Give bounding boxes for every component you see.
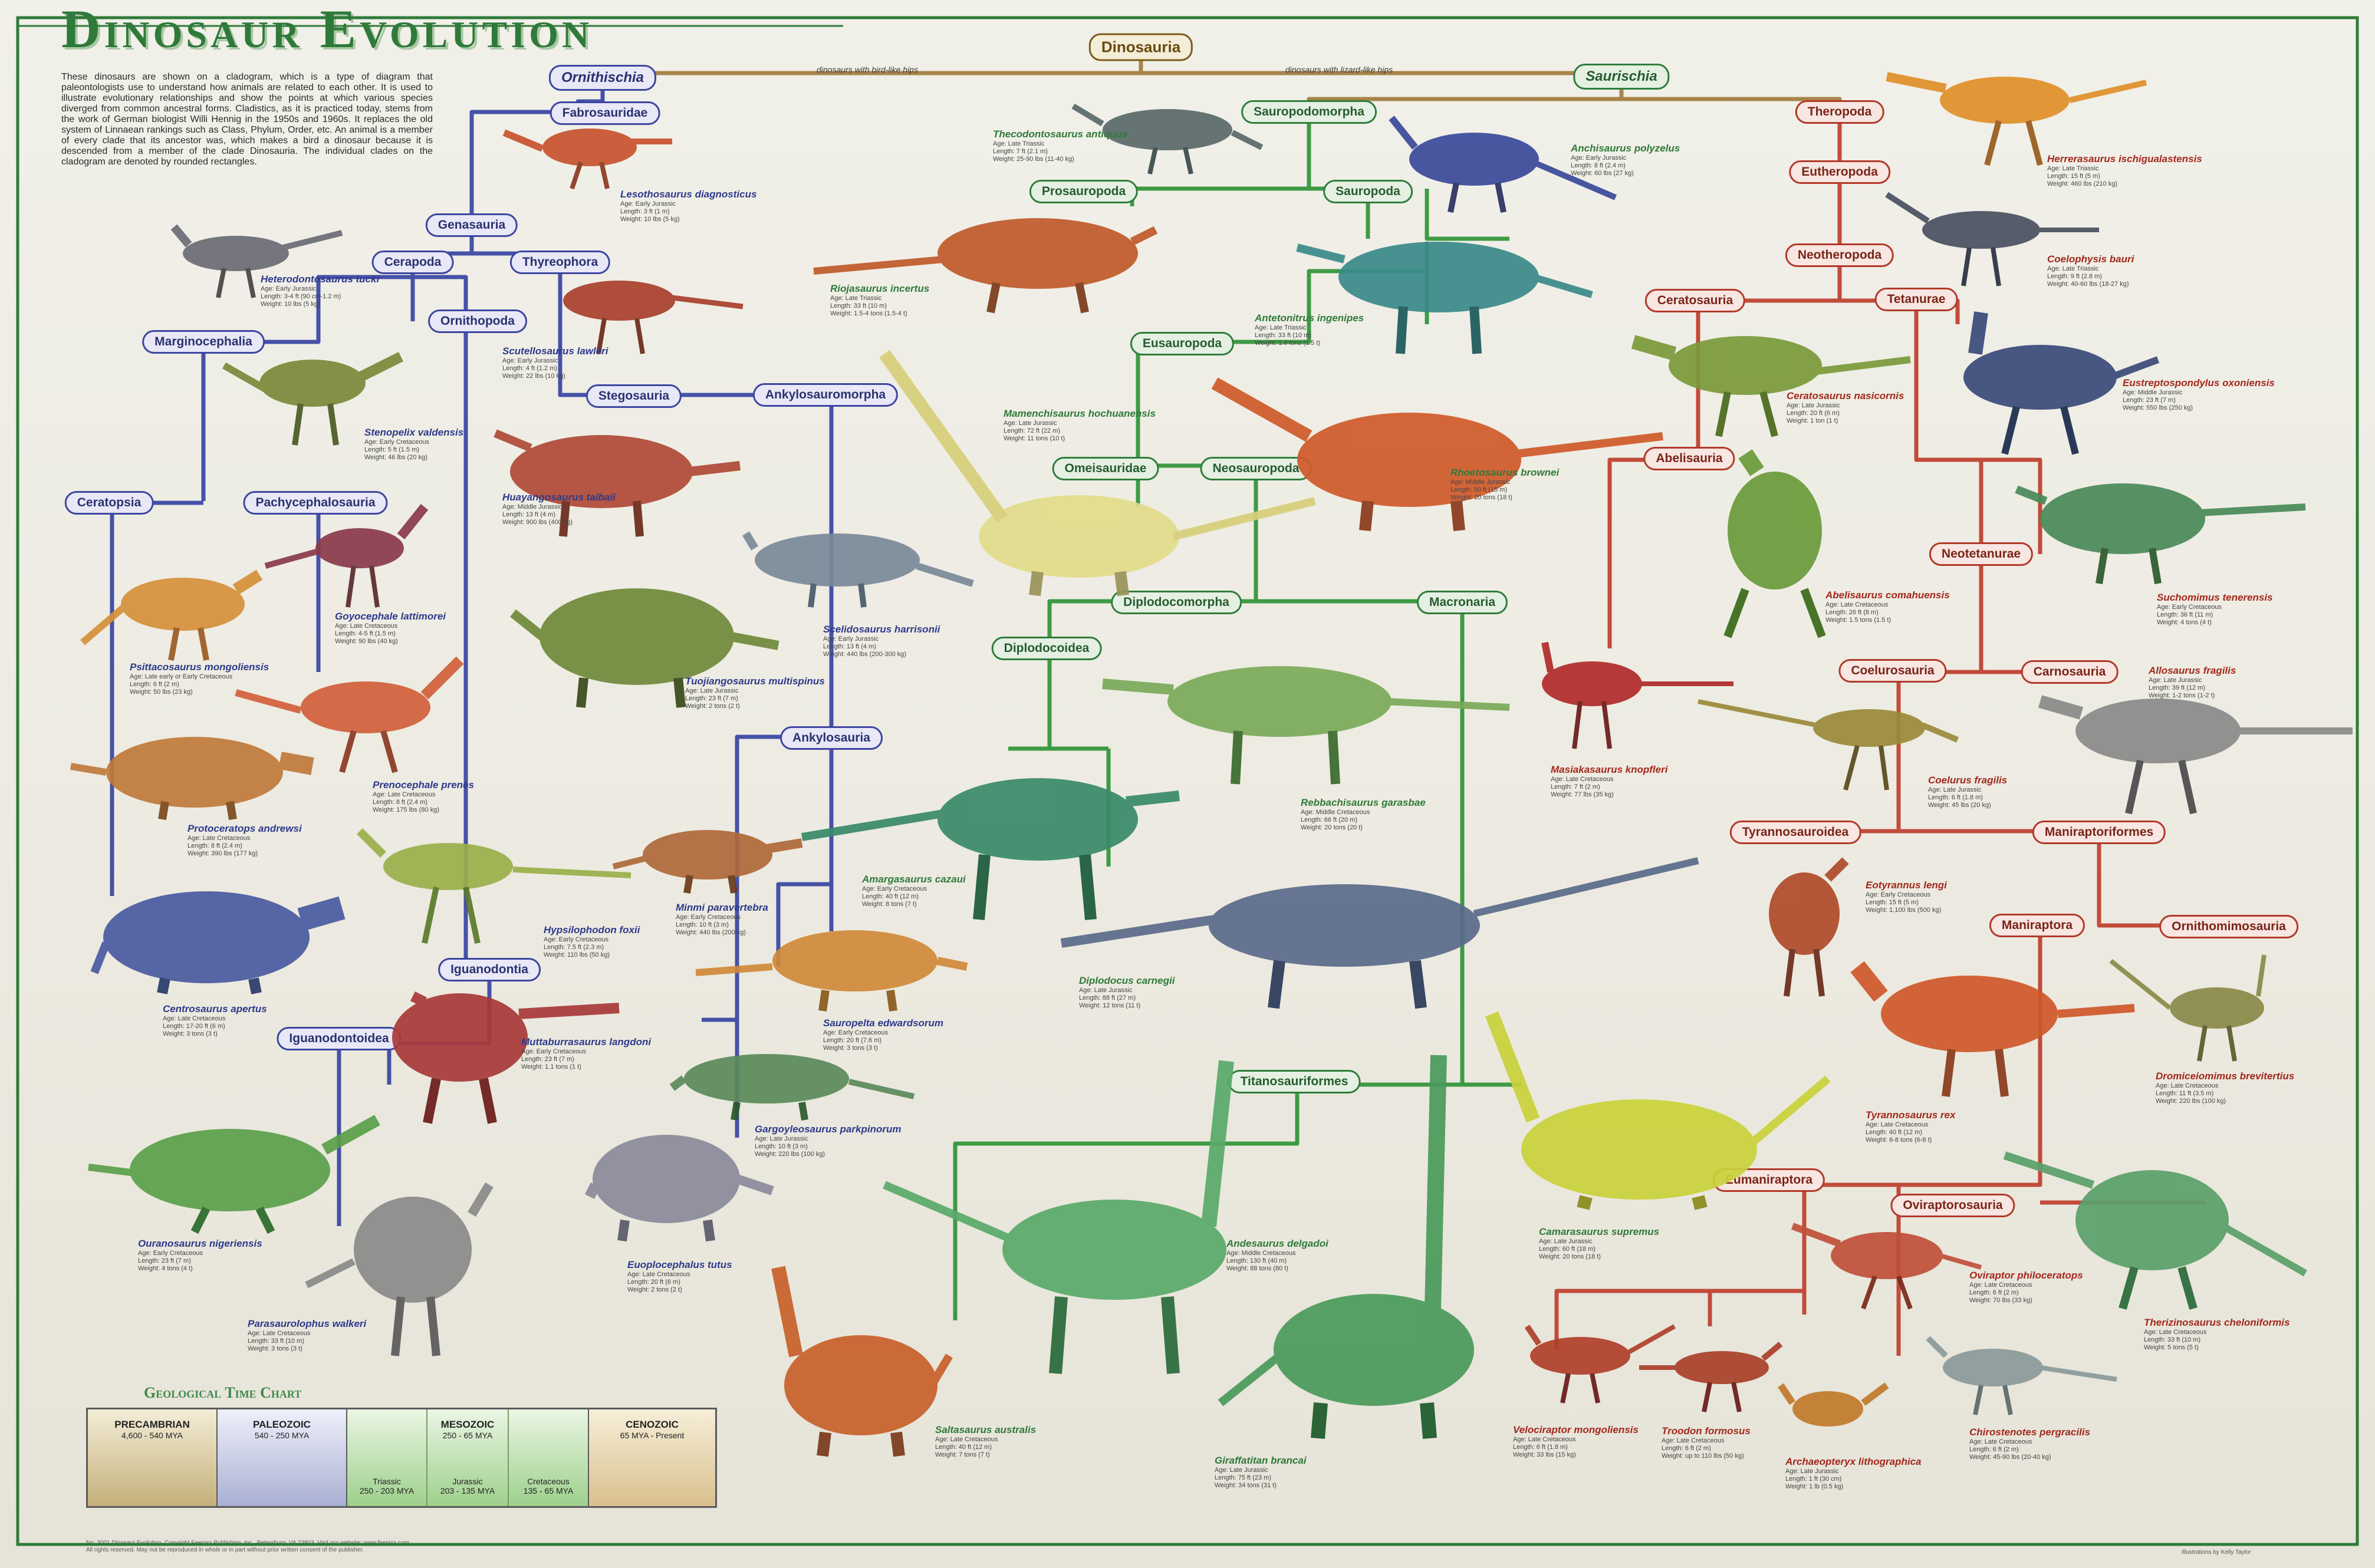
minmi-figure	[612, 830, 803, 894]
oviraptor-figure	[1791, 1223, 1982, 1310]
euoplocephalus-figure	[584, 1135, 774, 1242]
psittacosaurus-figure	[80, 569, 263, 661]
camarasaurus-figure	[1485, 1011, 1831, 1210]
suchomimus-figure	[2015, 483, 2306, 584]
abelisaurus-figure	[1723, 449, 1826, 638]
gargoyleosaurus-figure	[669, 1054, 915, 1121]
eotyrannus-figure	[1769, 857, 1849, 997]
geological-chart-title: Geological Time Chart	[144, 1384, 302, 1401]
centrosaurus-figure	[90, 891, 346, 994]
sauropelta-figure	[695, 930, 968, 1012]
rebbachisaurus-figure	[1102, 666, 1510, 785]
velociraptor-figure	[1524, 1324, 1676, 1404]
tyrannosaurus-figure	[1850, 961, 2135, 1097]
archaeopteryx-figure	[1778, 1382, 1889, 1427]
chirostenotes-figure	[1926, 1336, 2117, 1415]
ouranosaurus-figure	[88, 1115, 380, 1234]
andesaurus-figure	[883, 1060, 1234, 1374]
herrerasaurus-figure	[1886, 72, 2147, 166]
saltasaurus-figure	[771, 1266, 953, 1457]
protoceratops-figure	[70, 737, 314, 821]
lesothosaurus-figure	[502, 129, 672, 190]
goyocephale-figure	[264, 504, 429, 608]
footer-copyright: No. 3001 Dinosaur Evolution. Copyright F…	[86, 1540, 409, 1553]
scutellosaurus-figure	[563, 281, 744, 354]
footer-credit: Illustrations by Kelly Taylor	[2182, 1549, 2251, 1556]
scelidosaurus-figure	[742, 531, 974, 608]
coelurus-figure	[1698, 699, 1959, 791]
masiakasaurus-figure	[1541, 641, 1733, 749]
troodon-figure	[1639, 1342, 1783, 1412]
mamenchisaurus-figure	[879, 350, 1316, 597]
